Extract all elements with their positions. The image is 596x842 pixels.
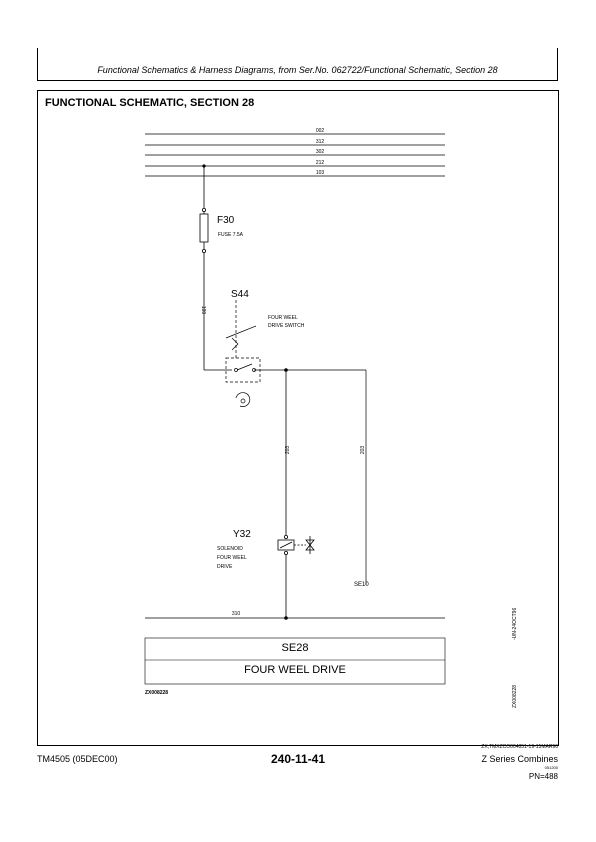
bus-label-4: 212 — [316, 160, 325, 166]
switch-desc-line1: FOUR WEEL — [268, 315, 298, 321]
fuse-terminal-top — [201, 207, 206, 212]
fuse-terminal-bottom — [201, 248, 206, 253]
footer-pn: PN=488 — [528, 772, 558, 781]
footer-doc-ref: ZX,TMXZCO004851-19-15MAR96 — [481, 744, 558, 750]
side-ref-1: -UN-24OCT96 — [512, 607, 518, 640]
junction-dot-310 — [284, 616, 288, 620]
section-title: FUNCTIONAL SCHEMATIC, SECTION 28 — [45, 97, 255, 109]
fuse-symbol — [199, 213, 209, 243]
frame-left-edge — [37, 48, 38, 80]
fuse-desc: FUSE 7.5A — [218, 232, 244, 238]
legend-name: FOUR WEEL DRIVE — [244, 664, 346, 676]
switch-rotary-symbol — [235, 392, 251, 407]
frame-right-edge — [557, 48, 558, 80]
se10-label: SE10 — [354, 582, 369, 588]
legend-code: SE28 — [281, 642, 309, 654]
wire-199-label: 199 — [200, 306, 206, 315]
wire-310-label: 310 — [232, 611, 241, 617]
switch-desc-line2: DRIVE SWITCH — [268, 323, 305, 329]
solenoid-id: Y32 — [233, 529, 251, 540]
footer-date-code: 051200 — [544, 765, 558, 770]
solenoid-desc-line1: SOLENOID — [217, 546, 243, 552]
footer-series: Z Series Combines — [481, 754, 558, 764]
bus-label-1: 002 — [316, 128, 325, 134]
legend-box — [144, 637, 446, 685]
running-header: Functional Schematics & Harness Diagrams… — [97, 65, 498, 75]
wire-203a-label: 203 — [285, 446, 291, 455]
bus-label-5: 103 — [316, 170, 325, 176]
switch-id: S44 — [231, 289, 249, 300]
bus-label-2: 312 — [316, 139, 325, 145]
page-frame — [37, 90, 559, 746]
header-rule — [37, 80, 558, 81]
footer-manual-id: TM4505 (05DEC00) — [37, 754, 118, 764]
solenoid-valve-symbol — [305, 539, 315, 551]
fuse-id: F30 — [217, 215, 235, 226]
bus-label-3: 302 — [316, 149, 325, 155]
solenoid-desc-line3: DRIVE — [217, 564, 233, 570]
footer-page-number: 240-11-41 — [270, 752, 326, 766]
side-ref-2: ZX008228 — [512, 684, 518, 708]
solenoid-desc-line2: FOUR WEEL — [217, 555, 247, 561]
figure-id: ZX008228 — [145, 690, 169, 696]
wire-203b-label: 203 — [360, 446, 366, 455]
